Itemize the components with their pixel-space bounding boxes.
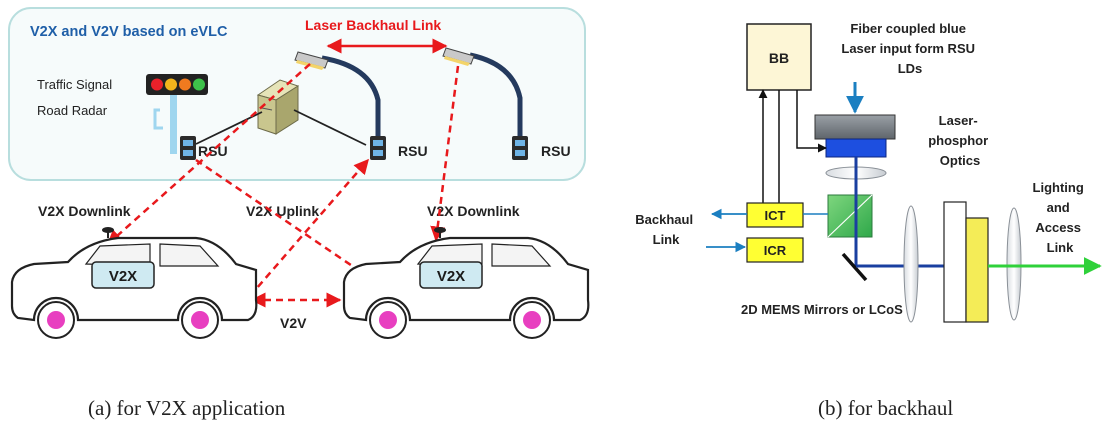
fiber-label-line-1: Fiber coupled blue — [850, 21, 966, 36]
icr-box — [746, 237, 804, 263]
server-rsu2-cable — [293, 109, 367, 146]
rsu-1-label: RSU — [198, 143, 228, 159]
caption-b: (b) for backhaul — [818, 396, 954, 420]
evlc-box-title: V2X and V2V based on eVLC — [30, 24, 228, 40]
laser-backhaul-label: Laser Backhaul Link — [305, 17, 441, 33]
phosphor-layer — [965, 217, 989, 323]
car-right-badge — [419, 261, 483, 289]
icr-label: ICR — [764, 243, 787, 258]
rsu-1-icon — [180, 136, 196, 160]
rsu-3-label: RSU — [541, 143, 571, 159]
car-left-badge — [91, 261, 155, 289]
road-radar-label: Road Radar — [37, 103, 108, 118]
backhaul-label: Backhaul Link — [635, 212, 696, 247]
traffic-signal-label: Traffic Signal — [37, 77, 112, 92]
v2x-downlink-right-label: V2X Downlink — [427, 203, 520, 219]
ict-label: ICT — [765, 208, 786, 223]
mems-mirror — [841, 252, 868, 282]
laser-phosphor-label: Laser- phosphor Optics — [928, 113, 992, 168]
backhaul-panel: BB Fiber coupled blue Laser input form R… — [635, 21, 1102, 323]
mems-label: 2D MEMS Mirrors or LCoS — [741, 302, 903, 317]
caption-a: (a) for V2X application — [88, 396, 286, 420]
laser-phosphor-line-2: phosphor — [928, 133, 988, 148]
rsu-2-icon — [370, 136, 386, 160]
street-light-2-icon — [442, 47, 523, 148]
v2x-downlink-left-label: V2X Downlink — [38, 203, 131, 219]
lighting-label: Lighting and Access Link — [1033, 180, 1088, 255]
lighting-label-line-1: Lighting — [1033, 180, 1084, 195]
bb-to-laser-line — [796, 90, 827, 153]
projection-lens-2 — [1006, 207, 1022, 321]
traffic-signal-icon — [146, 74, 208, 154]
radar-cable — [153, 108, 163, 130]
fiber-label: Fiber coupled blue Laser input form RSU … — [841, 21, 978, 76]
rsu-2-label: RSU — [398, 143, 428, 159]
backhaul-label-line-1: Backhaul — [635, 212, 693, 227]
rsu1-server-cable — [195, 111, 263, 145]
v2x-uplink-label: V2X Uplink — [246, 203, 319, 219]
diagram-canvas: V2X and V2V based on eVLC Traffic Signal… — [8, 7, 1102, 339]
laser-phosphor-line-1: Laser- — [939, 113, 978, 128]
phosphor-substrate — [943, 201, 967, 323]
car-left-badge-label: V2X — [109, 268, 137, 285]
laser-block — [814, 114, 896, 140]
v2x-panel: V2X and V2V based on eVLC Traffic Signal… — [8, 7, 590, 339]
car-right-badge-label: V2X — [437, 268, 465, 285]
bb-box — [746, 23, 812, 91]
fiber-label-line-3: LDs — [898, 61, 923, 76]
laser-phosphor-line-3: Optics — [940, 153, 980, 168]
lighting-label-line-2: and — [1047, 200, 1070, 215]
beam-splitter-diagonal — [827, 194, 873, 238]
uplink-arrow — [249, 158, 369, 297]
downlink-left-arrow — [106, 63, 311, 245]
fiber-label-line-2: Laser input form RSU — [841, 41, 975, 56]
v2v-label: V2V — [280, 315, 307, 331]
projection-lens-1 — [903, 205, 919, 323]
bb-label: BB — [769, 50, 789, 66]
downlink-right-arrow — [430, 65, 460, 242]
lighting-label-line-3: Access — [1035, 220, 1081, 235]
laser-diode — [825, 138, 887, 158]
backhaul-label-line-2: Link — [653, 232, 680, 247]
rsu-3-icon — [512, 136, 528, 160]
lighting-label-line-4: Link — [1047, 240, 1074, 255]
ict-box — [746, 202, 804, 228]
